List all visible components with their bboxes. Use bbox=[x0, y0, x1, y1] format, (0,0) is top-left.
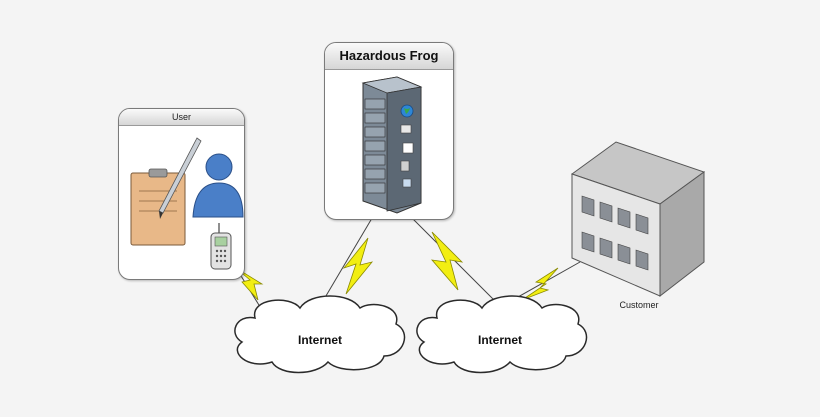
user-box: User bbox=[118, 108, 245, 280]
lightning-link-icon bbox=[235, 267, 264, 301]
customer-label: Customer bbox=[619, 300, 659, 310]
server-box: Hazardous Frog bbox=[324, 42, 454, 220]
internet-cloud-right bbox=[416, 295, 588, 374]
server-rack-icon bbox=[361, 76, 423, 214]
server-box-title: Hazardous Frog bbox=[325, 43, 453, 70]
internet-label-right: Internet bbox=[477, 333, 522, 347]
connector-server-internet-left bbox=[319, 207, 379, 307]
user-box-title: User bbox=[119, 109, 244, 126]
office-building-icon bbox=[570, 141, 706, 298]
internet-cloud-left bbox=[234, 295, 406, 374]
cell-phone-icon bbox=[210, 223, 232, 270]
pen-icon bbox=[158, 137, 202, 219]
person-icon bbox=[192, 153, 244, 218]
internet-label-left: Internet bbox=[297, 333, 342, 347]
lightning-link-icon bbox=[342, 237, 374, 295]
lightning-link-icon bbox=[430, 231, 464, 291]
